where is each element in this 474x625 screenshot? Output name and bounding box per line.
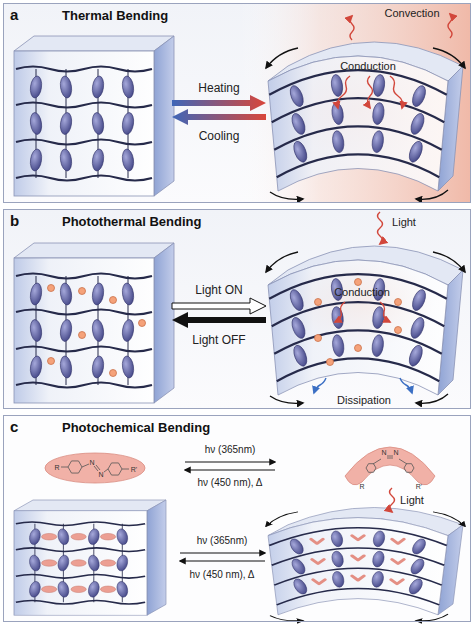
heating-arrow	[172, 95, 266, 111]
heat-shading	[237, 3, 471, 203]
bending-arrows	[266, 512, 465, 621]
wavelength-label: hν (450 nm), Δ	[197, 478, 262, 488]
heat-label: Conduction	[340, 61, 396, 72]
straight-block	[14, 500, 166, 615]
straight-block	[14, 36, 174, 196]
light-arrow	[390, 488, 395, 512]
photothermal-particles	[48, 285, 146, 377]
panel-background	[3, 3, 471, 203]
cooling-arrow	[172, 109, 266, 125]
azobenzene-rods	[42, 533, 116, 592]
wavelength-label: hν (365nm)	[205, 445, 256, 455]
light-label: Light	[392, 217, 416, 228]
atom-label: N	[89, 459, 94, 466]
light-label: Light	[400, 495, 424, 506]
process-label: Light ON	[195, 284, 242, 296]
bent-block	[268, 508, 463, 615]
substituent-label: R	[359, 483, 364, 490]
heat-label: Convection	[384, 8, 439, 19]
cis-azobenzene	[345, 447, 435, 485]
reverse-arrow	[185, 469, 275, 470]
panel-title: Photochemical Bending	[62, 421, 210, 434]
forward-arrow	[180, 552, 265, 553]
dissipation-arrows	[314, 378, 412, 393]
substituent-label: R	[54, 464, 59, 471]
process-label: Heating	[198, 82, 239, 94]
bending-arrows	[266, 252, 465, 403]
process-label: Light OFF	[192, 334, 245, 346]
cis-azobenzene-units	[311, 536, 404, 584]
atom-label: N	[393, 449, 398, 456]
panel-title: Photothermal Bending	[62, 215, 201, 228]
light-off-arrow	[172, 312, 266, 328]
panel: a Thermal Bending	[3, 3, 471, 203]
panel-background	[3, 415, 471, 622]
bent-block	[268, 42, 463, 191]
photothermal-particles	[315, 279, 402, 366]
panel-letter: b	[10, 213, 19, 228]
atom-label: N	[98, 471, 103, 478]
panel-letter: c	[10, 419, 18, 434]
panel-title: Thermal Bending	[62, 9, 168, 22]
substituent-label: R'	[131, 466, 137, 473]
wavelength-label: hν (365nm)	[197, 536, 248, 546]
reverse-arrow	[180, 560, 265, 561]
conduction-arrows	[338, 76, 403, 108]
bending-arrows	[266, 48, 465, 199]
conduction-arrows	[335, 302, 390, 322]
substituent-label: R'	[416, 483, 422, 490]
bent-block	[268, 246, 463, 395]
wavelength-label: hν (450 nm), Δ	[189, 570, 254, 580]
straight-block	[14, 243, 174, 403]
panel: b Photothermal Bending	[3, 209, 471, 409]
heat-label: Dissipation	[337, 395, 391, 406]
heat-label: Conduction	[334, 287, 390, 298]
atom-label: N	[381, 449, 386, 456]
panel-letter: a	[10, 7, 18, 22]
process-label: Cooling	[199, 130, 240, 142]
forward-arrow	[185, 461, 275, 462]
panel-background	[3, 209, 471, 409]
trans-azobenzene	[45, 453, 145, 483]
light-on-arrow	[172, 298, 266, 314]
light-arrow	[378, 212, 383, 244]
